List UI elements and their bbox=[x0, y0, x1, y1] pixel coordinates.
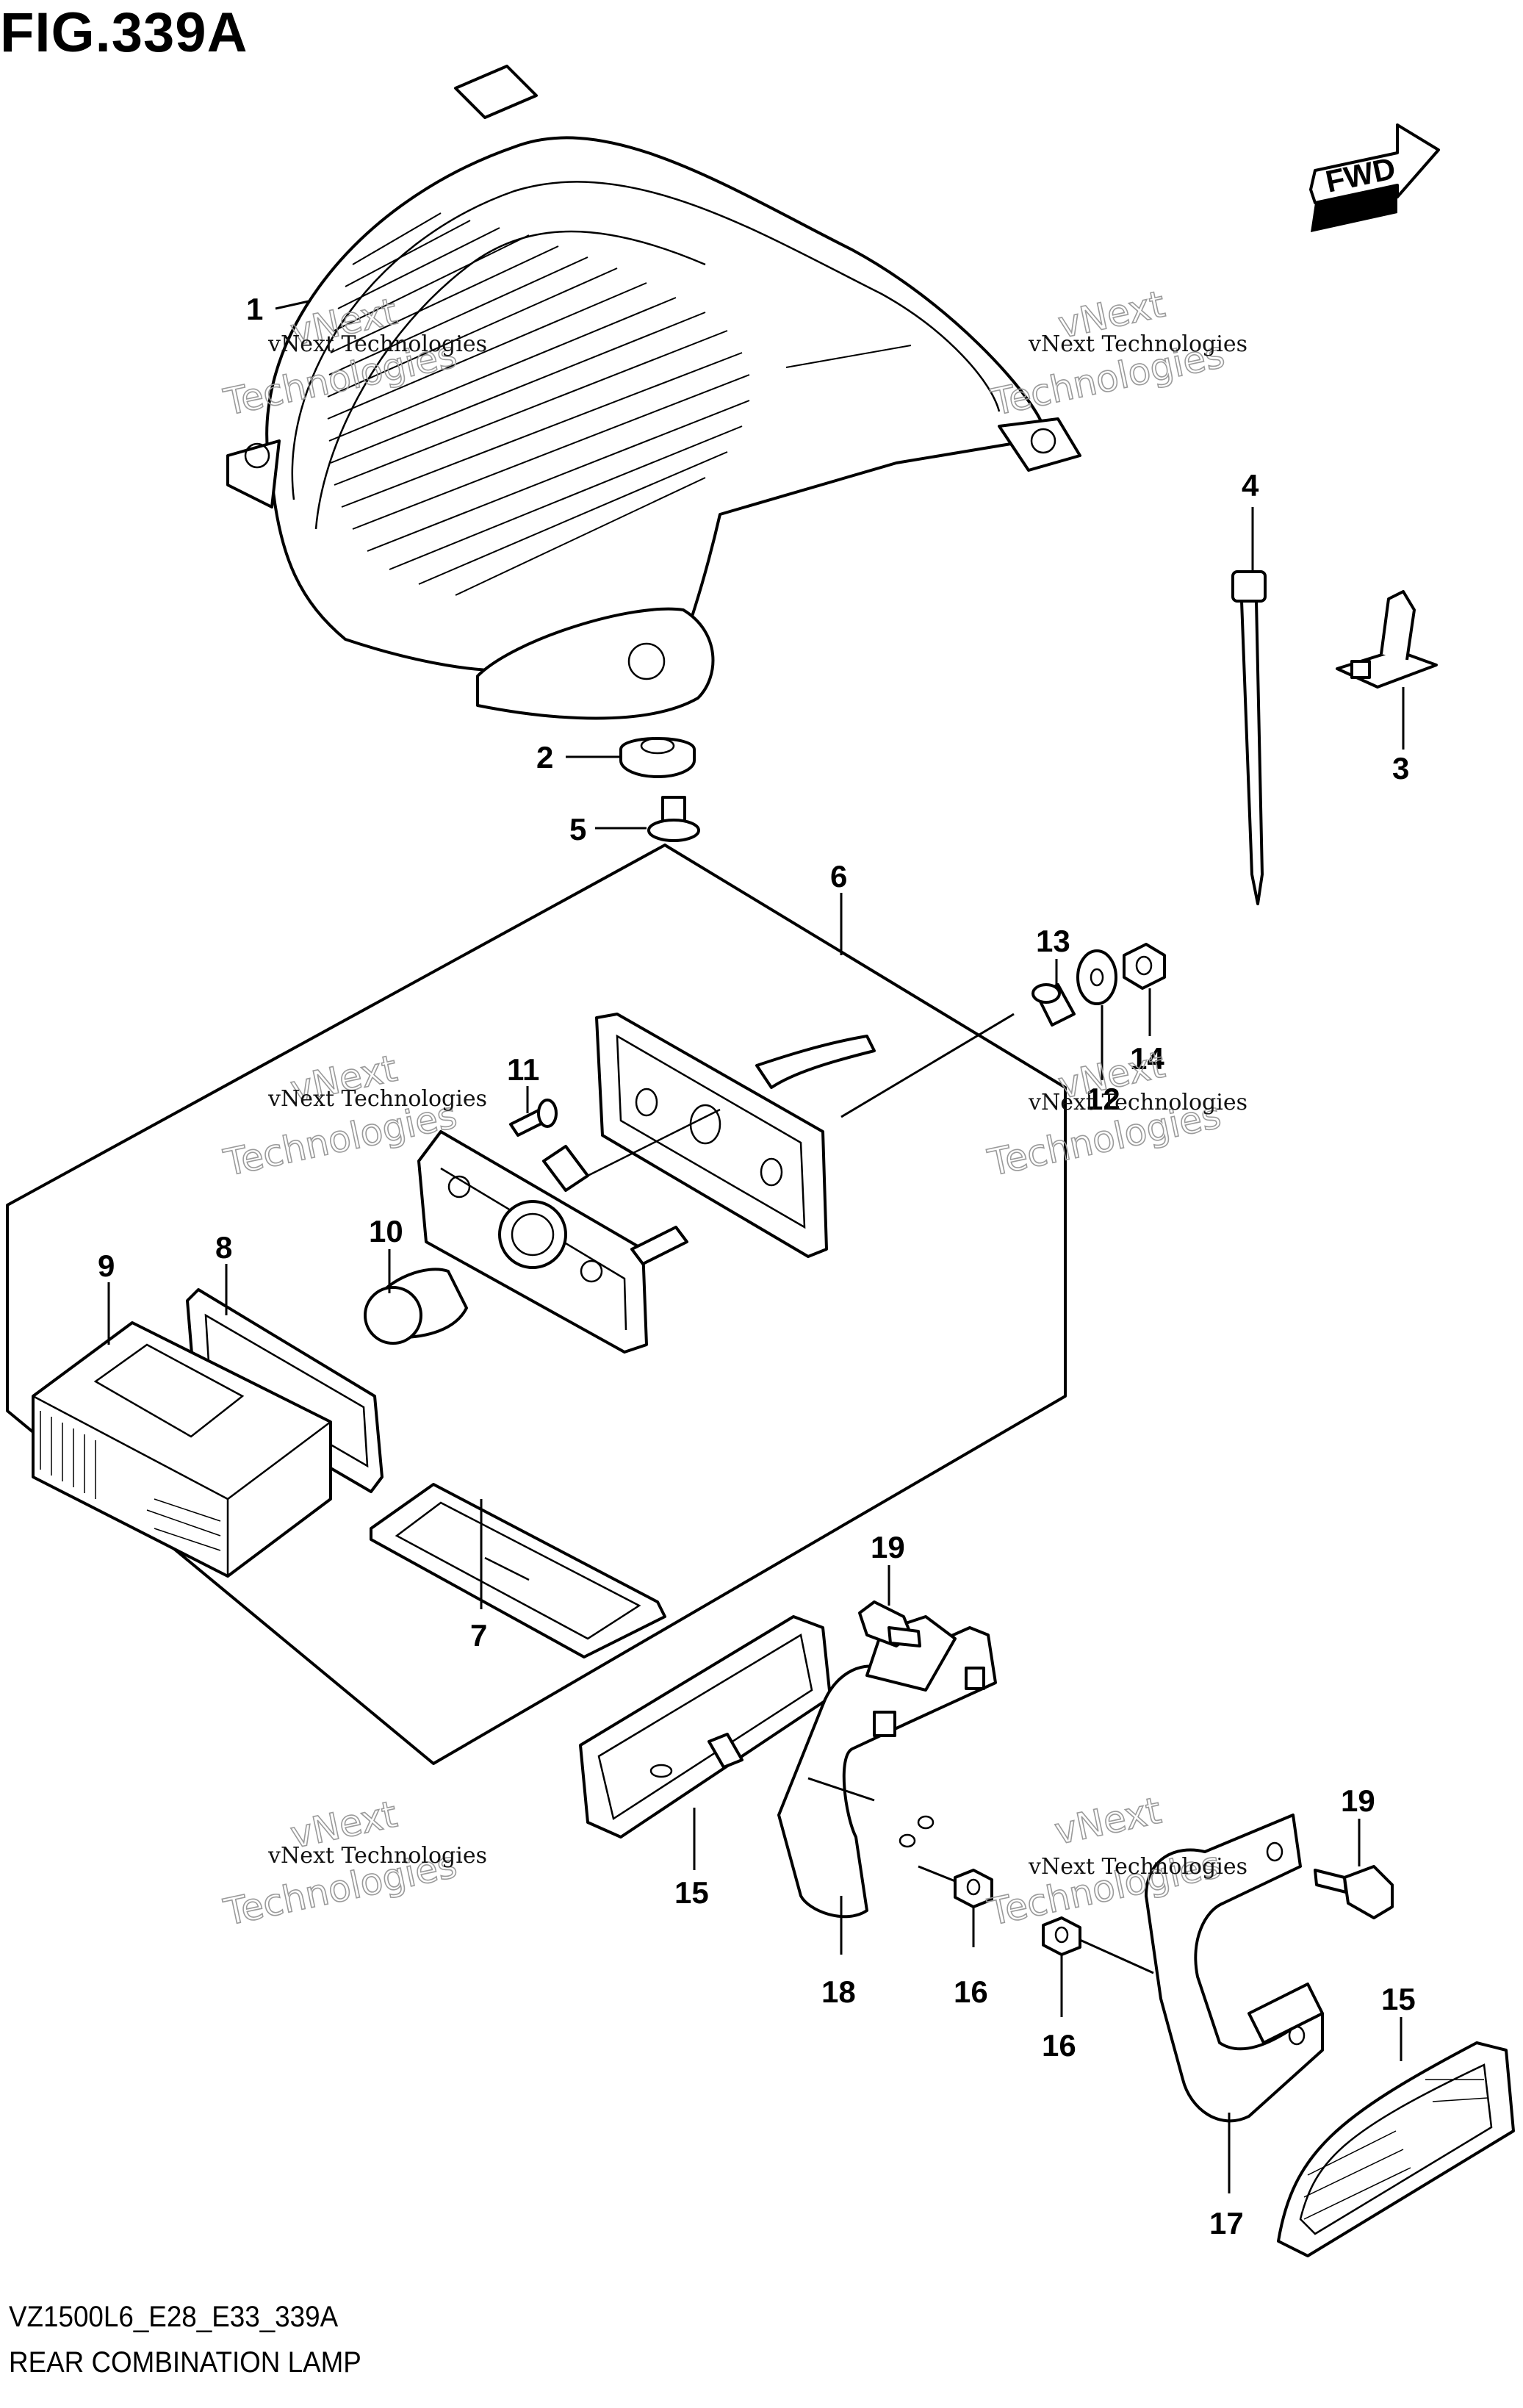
leader-lines bbox=[107, 300, 1405, 2193]
part-5-screw bbox=[647, 796, 700, 842]
part-13-collar bbox=[1031, 983, 1076, 1027]
watermark-2: Technologies vNext vNext Technologies bbox=[987, 282, 1247, 425]
callout-14: 14 bbox=[1130, 1041, 1164, 1076]
svg-text:vNext: vNext bbox=[1051, 1789, 1164, 1853]
svg-text:vNext Technologies: vNext Technologies bbox=[267, 331, 487, 357]
callout-19-left: 19 bbox=[871, 1530, 905, 1564]
part-16-nut-left bbox=[1042, 1916, 1081, 1956]
callout-19-right: 19 bbox=[1341, 1783, 1375, 1818]
part-7-lens-plate bbox=[370, 1483, 666, 1658]
callout-8: 8 bbox=[215, 1230, 232, 1265]
lamp-socket-holder bbox=[417, 1108, 721, 1354]
callout-11: 11 bbox=[507, 1052, 539, 1087]
part-1-tail-lamp-housing bbox=[226, 65, 1081, 720]
callout-9: 9 bbox=[98, 1248, 115, 1283]
callout-13: 13 bbox=[1036, 924, 1070, 958]
callout-12: 12 bbox=[1086, 1082, 1120, 1116]
svg-text:vNext Technologies: vNext Technologies bbox=[267, 1086, 487, 1112]
figure-code: VZ1500L6_E28_E33_339A bbox=[9, 2301, 339, 2333]
figure-title: FIG.339A bbox=[0, 1, 248, 64]
callout-10: 10 bbox=[369, 1214, 403, 1248]
part-10-bulb bbox=[364, 1268, 468, 1345]
part-19-bolt-right bbox=[1314, 1865, 1394, 1919]
part-18-bracket-left bbox=[777, 1615, 997, 1919]
svg-text:vNext Technologies: vNext Technologies bbox=[1028, 1090, 1247, 1115]
part-14-nut bbox=[1123, 943, 1166, 990]
part-12-washer bbox=[1076, 949, 1117, 1005]
svg-text:vNext Technologies: vNext Technologies bbox=[1028, 331, 1247, 357]
callout-6: 6 bbox=[830, 859, 847, 894]
callout-4: 4 bbox=[1242, 468, 1259, 503]
part-19-bolt-left bbox=[858, 1600, 921, 1647]
fwd-direction-arrow: FWD bbox=[1309, 123, 1440, 232]
callout-3: 3 bbox=[1392, 751, 1409, 786]
callout-17: 17 bbox=[1209, 2206, 1244, 2240]
callout-2: 2 bbox=[536, 740, 553, 774]
part-9-lens bbox=[32, 1321, 332, 1578]
part-15-reflector-right bbox=[1277, 2041, 1515, 2257]
callout-16-left: 16 bbox=[1042, 2028, 1076, 2063]
lamp-base-plate bbox=[595, 1013, 876, 1258]
part-3-clip bbox=[1336, 590, 1438, 689]
svg-text:vNext Technologies: vNext Technologies bbox=[267, 1843, 487, 1869]
part-16-nut-right bbox=[954, 1869, 993, 1908]
callout-15-right: 15 bbox=[1381, 1982, 1416, 2016]
part-11-screw bbox=[509, 1099, 558, 1137]
callout-1: 1 bbox=[246, 292, 263, 326]
part-2-grommet bbox=[619, 737, 696, 778]
callout-5: 5 bbox=[569, 812, 586, 847]
callout-7: 7 bbox=[470, 1618, 487, 1653]
figure-name: REAR COMBINATION LAMP bbox=[9, 2346, 361, 2379]
callout-labels: 1 2 3 4 5 6 7 8 9 10 11 12 13 14 15 15 1… bbox=[98, 292, 1416, 2240]
part-6-assembly-outline bbox=[6, 844, 1067, 1765]
svg-text:vNext Technologies: vNext Technologies bbox=[1028, 1854, 1247, 1880]
callout-18: 18 bbox=[821, 1974, 856, 2009]
callout-16-right: 16 bbox=[954, 1974, 988, 2009]
part-17-bracket-right bbox=[1145, 1814, 1324, 2123]
callout-15-left: 15 bbox=[674, 1875, 709, 1910]
part-4-cable-tie bbox=[1231, 570, 1267, 905]
watermark-5: Technologies vNext vNext Technologies bbox=[220, 1792, 487, 1935]
watermark-4: Technologies vNext vNext Technologies bbox=[984, 1043, 1247, 1185]
